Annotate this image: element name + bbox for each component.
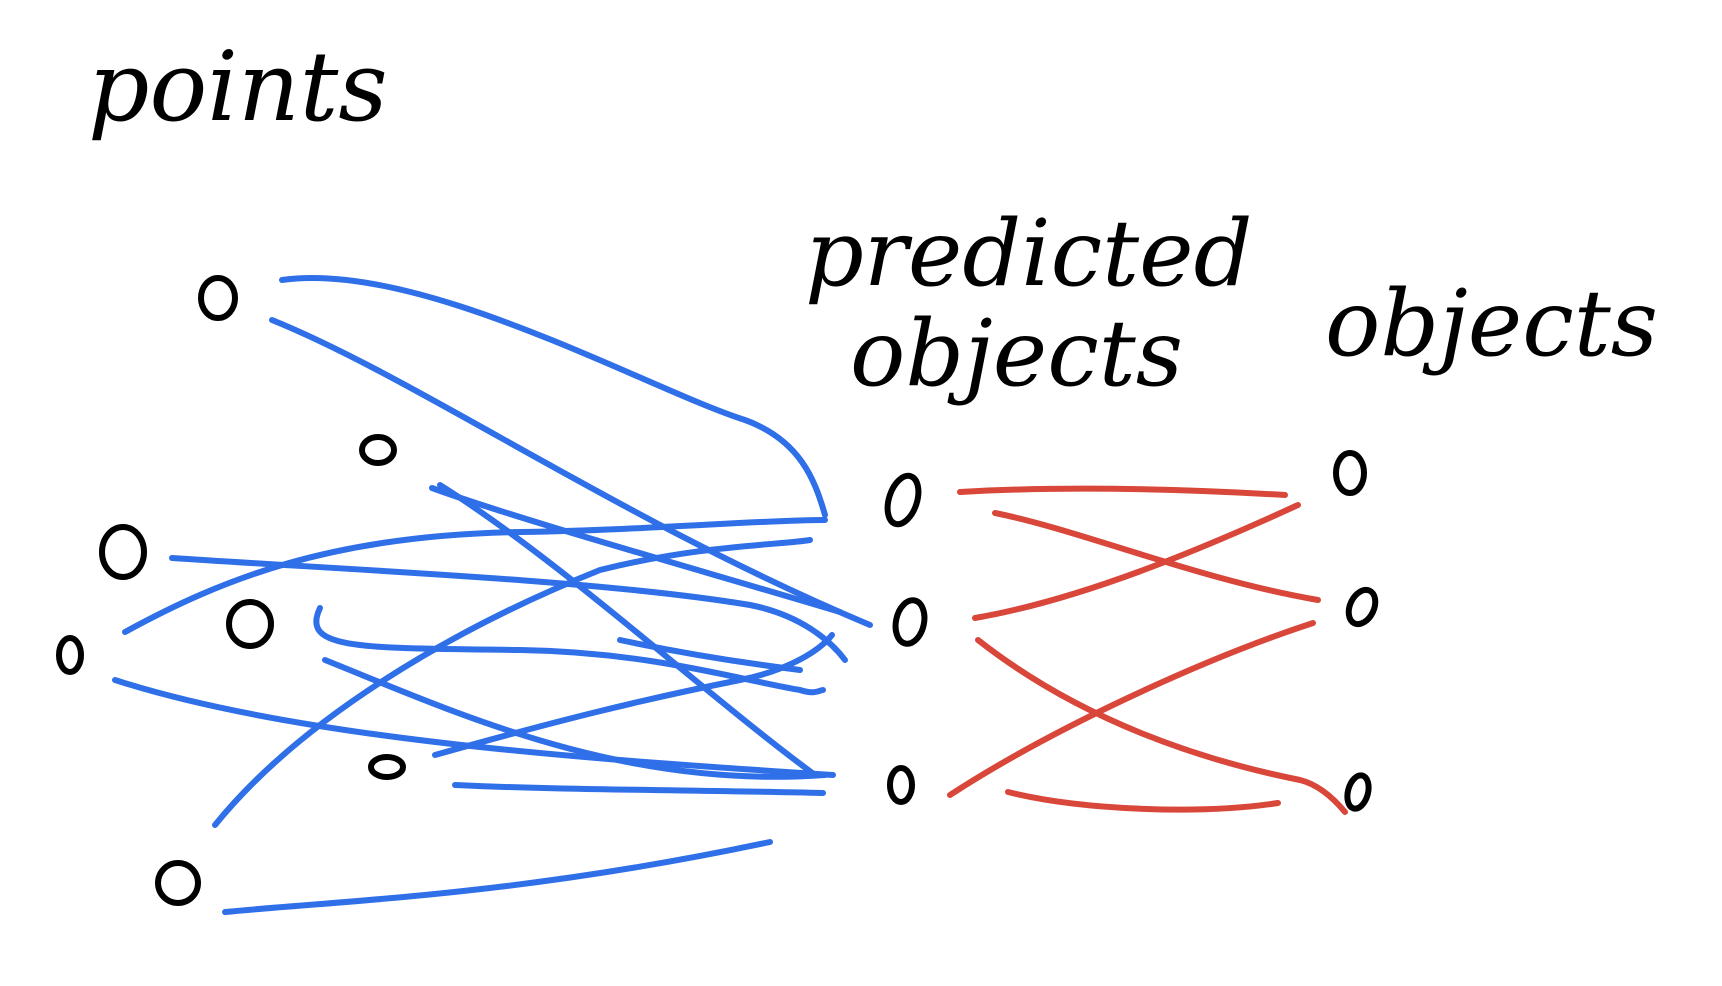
object-edge [1005,789,1281,813]
label-predicted-objects: objects [850,300,1183,407]
object-edge [992,510,1321,603]
point-edge [212,537,813,828]
predicted-object-node [892,597,928,647]
predicted-object-node [884,472,922,528]
point-node [56,635,84,675]
point-edge [269,317,873,628]
point-edge [617,637,803,673]
point-edge [279,275,828,518]
point-edge [112,677,836,778]
object-node [1333,450,1367,496]
label-predicted: predicted [805,200,1252,307]
point-nodes [56,275,406,906]
object-edge [947,620,1316,798]
label-points: points [88,31,388,143]
point-edge [313,605,826,696]
object-node [1345,586,1379,628]
point-node [368,754,406,780]
point-node [359,434,397,466]
object-nodes [1333,450,1379,812]
object-edge [957,485,1288,498]
predicted-object-nodes [884,472,928,805]
point-node [99,524,147,580]
object-edge [972,502,1301,621]
point-edge [452,782,826,796]
point-edge [169,555,848,663]
point-node [155,860,201,906]
point-node [198,275,238,321]
label-objects: objects [1325,270,1658,377]
point-edge [122,517,828,635]
object-node [1344,772,1372,812]
point-edges [112,275,873,915]
point-node [226,599,274,649]
point-edge [432,632,835,758]
predicted-object-node [887,765,915,805]
object-edges [947,485,1348,815]
point-edge [429,485,843,615]
point-edge [437,482,818,778]
object-edge [975,637,1348,815]
point-edge [222,839,773,915]
